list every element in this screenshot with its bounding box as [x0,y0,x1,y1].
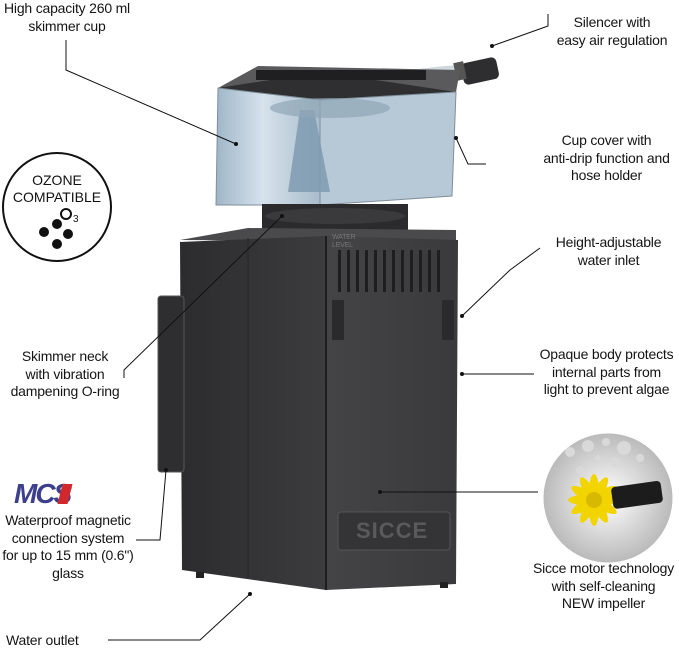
brand-plate-text: SICCE [356,518,429,543]
mcs-logo: MCS [14,478,75,508]
skimmer-body-graphic [157,228,458,590]
leader-lines [65,14,549,641]
ozone-molecule-icon: 3 [39,208,79,249]
skimmer-cup-graphic [215,66,460,206]
svg-text:3: 3 [73,214,79,225]
ozone-label: OZONE [32,172,82,188]
skimmer-neck-graphic [262,204,408,230]
label-water-outlet: Water outlet [6,632,79,648]
impeller-graphic [543,433,673,563]
compatible-label: COMPATIBLE [12,189,102,205]
ozone-badge: OZONE COMPATIBLE 3 [2,152,112,262]
